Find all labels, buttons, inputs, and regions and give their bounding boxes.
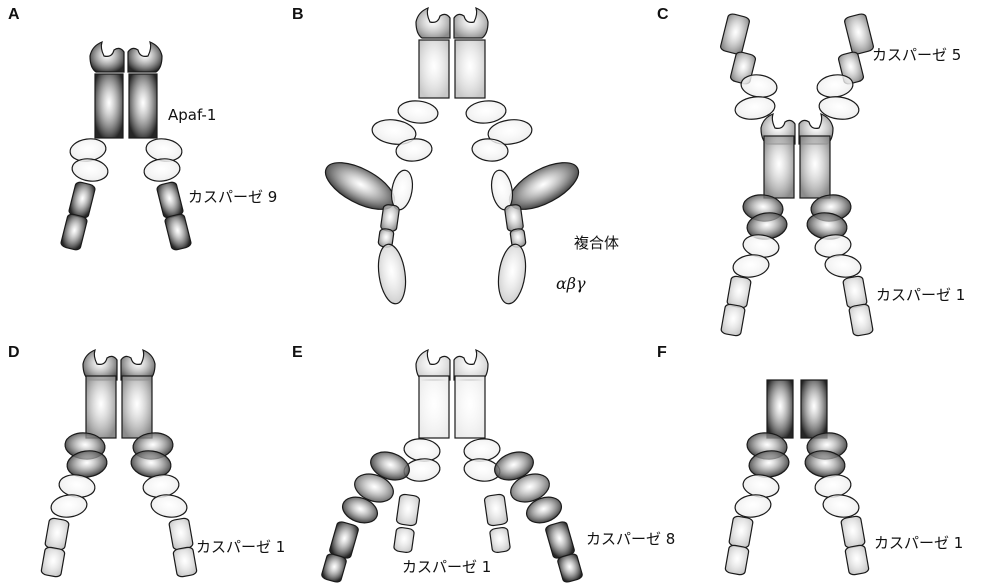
complex-column-l: [419, 40, 449, 98]
column-d-l: [86, 376, 116, 438]
caspase1-bottom-d-r: [173, 546, 198, 577]
caspase1-bottom-f-l: [725, 544, 750, 575]
card-b1-r: [465, 99, 507, 125]
caspase1-bottom-e-r: [489, 527, 510, 553]
caspase8-top-r: [545, 521, 576, 560]
cyl-b1-r: [504, 204, 523, 232]
caspase1-top-d-l: [45, 517, 70, 550]
card-a2-r: [143, 157, 182, 184]
caspase8-top-l: [329, 521, 360, 560]
complex-column-r: [455, 40, 485, 98]
caspase1-top-f-l: [729, 515, 754, 548]
cyl-b1-l: [380, 204, 399, 232]
caspase9-bottom-r: [164, 213, 192, 251]
ellipse-b-l: [375, 242, 409, 305]
caspase1-top-e-r: [484, 494, 508, 526]
apaf1-column-r: [129, 74, 157, 138]
caspase8-bottom-l: [321, 553, 347, 584]
caspase1-bottom-d-l: [41, 546, 66, 577]
column-c-r: [800, 136, 830, 198]
column-c-l: [764, 136, 794, 198]
apaf1-cap-l: [90, 42, 124, 72]
caspase8-bottom-r: [557, 553, 583, 584]
card-a2-l: [71, 157, 110, 184]
caspase1-top-c-l: [727, 275, 752, 308]
caspase1-bottom-f-r: [845, 544, 870, 575]
column-d-r: [122, 376, 152, 438]
caspase1-bottom-c-l: [721, 303, 746, 336]
column-f-l: [767, 380, 793, 438]
caspase5-top-l: [720, 13, 751, 55]
ellipse-b-r: [495, 242, 529, 305]
complex-cap-l: [416, 8, 450, 38]
caspase1-bottom-c-r: [849, 303, 874, 336]
caspase9-bottom-l: [60, 213, 88, 251]
complex-cap-r: [454, 8, 488, 38]
column-e-l: [419, 376, 449, 438]
column-f-r: [801, 380, 827, 438]
caspase1-top-e-l: [396, 494, 420, 526]
apaf1-cap-r: [128, 42, 162, 72]
apaf1-column-l: [95, 74, 123, 138]
caspase9-top-l: [68, 181, 96, 219]
caspase1-top-d-r: [169, 517, 194, 550]
caspase1-top-f-r: [841, 515, 866, 548]
card-b1-l: [397, 99, 439, 125]
caspase5-top-r: [844, 13, 875, 55]
column-e-r: [455, 376, 485, 438]
caspase9-top-r: [156, 181, 184, 219]
caspase1-top-c-r: [843, 275, 868, 308]
caspase1-bottom-e-l: [393, 527, 414, 553]
